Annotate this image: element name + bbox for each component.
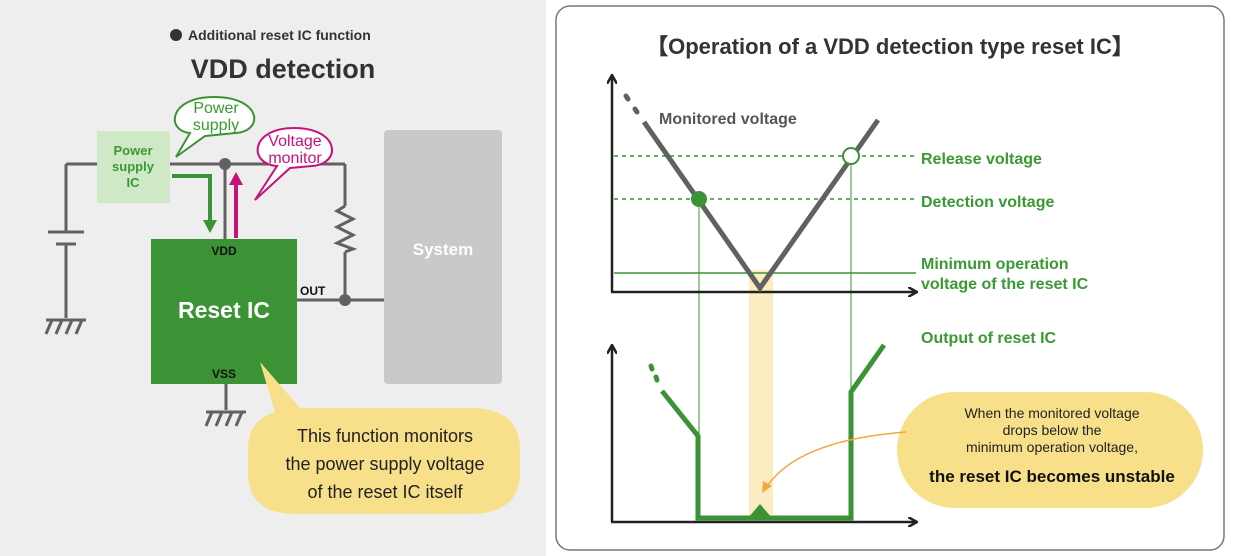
note-line1: When the monitored voltage [964, 405, 1139, 421]
supply-arrow [172, 174, 212, 222]
battery-icon [48, 230, 84, 246]
ground-icon-left [44, 318, 86, 335]
junction-node-out [339, 294, 351, 306]
min-operation-label-line1: Minimum operation [921, 256, 1069, 273]
callout-bubble [248, 362, 520, 514]
release-point-marker [842, 147, 860, 165]
monitor-bubble-line2: monitor [268, 150, 322, 167]
circuit-wires [64, 162, 398, 410]
unstable-band [749, 270, 773, 520]
callout-line1: This function monitors [297, 426, 473, 446]
system-box [384, 130, 502, 384]
power-supply-ic-box [97, 131, 170, 203]
note-pointer-arrowhead [762, 481, 772, 493]
feature-label: Additional reset IC function [188, 27, 371, 43]
vdd-pin-label: VDD [211, 244, 237, 258]
supply-arrowhead [203, 220, 217, 233]
power-ic-label-line1: Power [113, 143, 152, 158]
system-label: System [413, 240, 473, 259]
monitor-arrowhead [229, 172, 243, 185]
vss-pin-label: VSS [212, 367, 236, 381]
ground-icon-reset [204, 410, 246, 427]
guide-lines [698, 156, 852, 436]
monitored-voltage-curve [623, 93, 881, 293]
callout-line2: the power supply voltage [285, 454, 484, 474]
min-operation-label-line2: voltage of the reset IC [921, 276, 1089, 293]
note-bold-line: the reset IC becomes unstable [929, 467, 1175, 486]
note-line2: drops below the [1003, 422, 1102, 438]
output-of-reset-ic-label: Output of reset IC [921, 330, 1057, 347]
power-bubble-line2: supply [193, 117, 239, 134]
out-pin-label: OUT [300, 284, 326, 298]
unstable-notch [748, 504, 772, 518]
note-pointer-arrow [767, 431, 907, 486]
detection-point-marker [691, 191, 707, 207]
note-line3: minimum operation voltage, [966, 439, 1138, 455]
left-title: VDD detection [191, 54, 376, 84]
right-title: 【Operation of a VDD detection type reset… [646, 34, 1134, 59]
monitored-voltage-label: Monitored voltage [659, 111, 797, 128]
voltage-monitor-bubble [254, 126, 333, 201]
power-bubble-line1: Power [193, 100, 239, 117]
reset-ic-box [151, 239, 297, 384]
reset-output-curve [648, 343, 887, 521]
release-voltage-label: Release voltage [921, 151, 1042, 168]
junction-node-vdd [219, 158, 231, 170]
note-bubble [897, 392, 1203, 508]
reset-ic-label: Reset IC [178, 297, 270, 323]
callout-line3: of the reset IC itself [307, 482, 463, 502]
power-ic-label-line2: supply [112, 159, 155, 174]
detection-voltage-label: Detection voltage [921, 194, 1054, 211]
resistor-icon [333, 204, 358, 254]
bullet-icon [170, 29, 182, 41]
monitor-bubble-line1: Voltage [268, 133, 321, 150]
power-supply-bubble [173, 95, 256, 158]
power-ic-label-line3: IC [127, 175, 141, 190]
